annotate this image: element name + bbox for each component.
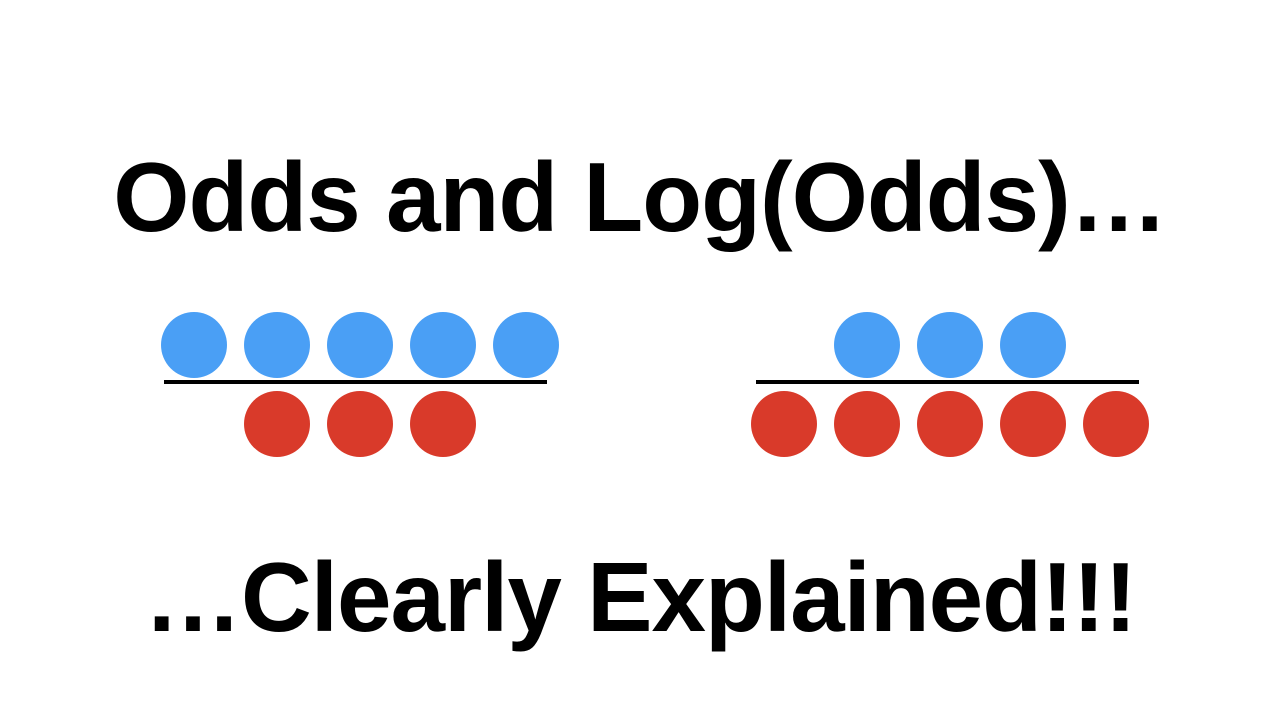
blue-dot [834, 312, 900, 378]
red-dot [410, 391, 476, 457]
red-dot [917, 391, 983, 457]
fraction-bar [756, 380, 1139, 384]
blue-dot [161, 312, 227, 378]
blue-dot [1000, 312, 1066, 378]
red-dot [834, 391, 900, 457]
fraction-bar [164, 380, 547, 384]
blue-dot [410, 312, 476, 378]
title-bottom: …Clearly Explained!!! [144, 542, 1137, 652]
blue-dot [327, 312, 393, 378]
red-dot [327, 391, 393, 457]
fraction-right [740, 300, 1160, 470]
fraction-left [150, 300, 570, 470]
red-dot [751, 391, 817, 457]
red-dot [1000, 391, 1066, 457]
blue-dot [917, 312, 983, 378]
title-top: Odds and Log(Odds)… [113, 142, 1167, 252]
blue-dot [493, 312, 559, 378]
blue-dot [244, 312, 310, 378]
red-dot [1083, 391, 1149, 457]
red-dot [244, 391, 310, 457]
